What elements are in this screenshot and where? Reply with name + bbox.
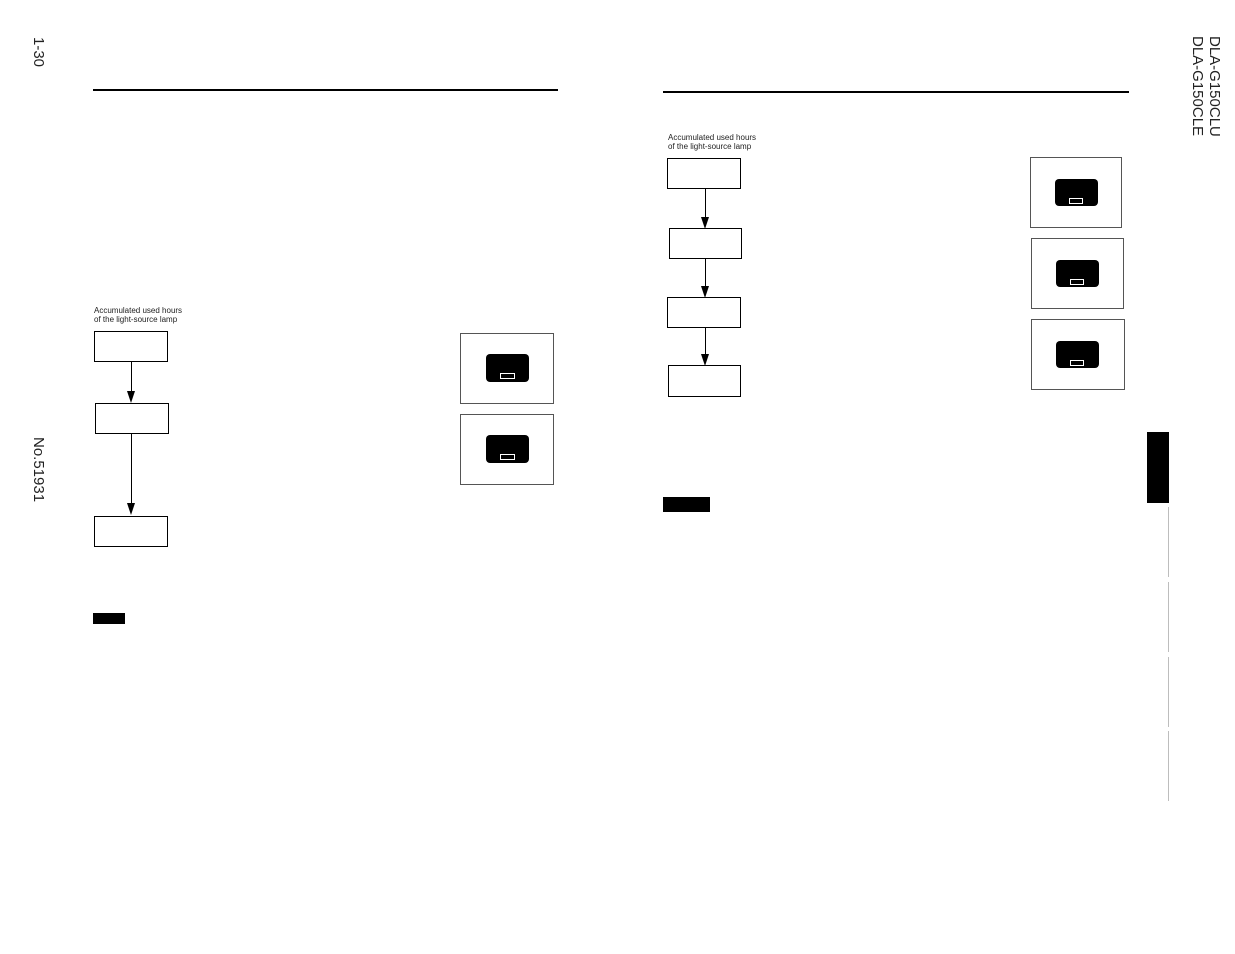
indicator-lamp-icon <box>1055 179 1098 206</box>
indicator-lamp-icon <box>486 354 529 382</box>
right-header-rule <box>663 91 1129 93</box>
section-tab-divider-1 <box>1168 507 1169 577</box>
lamp-slot <box>1070 279 1084 285</box>
right-flow-box-3 <box>667 297 741 328</box>
left-flow-box-2 <box>95 403 169 434</box>
right-flow-arrow-2 <box>701 286 709 298</box>
section-tab-active <box>1147 432 1169 503</box>
left-caption: Accumulated used hours of the light-sour… <box>94 306 182 324</box>
right-flow-connector-3 <box>705 328 706 355</box>
left-flow-arrow-2 <box>127 503 135 515</box>
indicator-lamp-icon <box>1056 341 1099 368</box>
indicator-lamp-icon <box>1056 260 1099 287</box>
left-flow-arrow-1 <box>127 391 135 403</box>
doc-number: No.51931 <box>30 437 47 503</box>
lamp-slot <box>500 454 515 460</box>
right-caption: Accumulated used hours of the light-sour… <box>668 133 756 151</box>
left-header-rule <box>93 89 558 91</box>
right-flow-box-1 <box>667 158 741 189</box>
left-indicator-panel-2 <box>460 414 554 485</box>
left-note-tag <box>93 613 125 624</box>
right-flow-arrow-1 <box>701 217 709 229</box>
left-indicator-panel-1 <box>460 333 554 404</box>
lamp-slot <box>500 373 515 379</box>
left-caption-line-1: Accumulated used hours <box>94 306 183 315</box>
model-name-2: DLA-G150CLE <box>1189 36 1206 137</box>
right-flow-box-4 <box>668 365 741 397</box>
right-indicator-panel-3 <box>1031 319 1125 390</box>
right-caption-line-1: Accumulated used hours <box>668 133 757 142</box>
model-name-1: DLA-G150CLU <box>1206 36 1223 137</box>
right-flow-connector-1 <box>705 189 706 218</box>
section-tab-divider-4 <box>1168 731 1169 801</box>
right-flow-box-2 <box>669 228 742 259</box>
right-indicator-panel-2 <box>1031 238 1124 309</box>
page-number: 1-30 <box>30 37 47 68</box>
right-flow-arrow-3 <box>701 354 709 366</box>
left-flow-connector-2 <box>131 434 132 504</box>
left-caption-line-2: of the light-source lamp <box>94 315 178 324</box>
section-tab-divider-3 <box>1168 657 1169 727</box>
right-flow-connector-2 <box>705 259 706 287</box>
indicator-lamp-icon <box>486 435 529 463</box>
lamp-slot <box>1069 198 1083 204</box>
right-indicator-panel-1 <box>1030 157 1122 228</box>
right-caption-line-2: of the light-source lamp <box>668 142 752 151</box>
left-flow-box-1 <box>94 331 168 362</box>
lamp-slot <box>1070 360 1084 366</box>
right-note-tag <box>663 497 710 512</box>
section-tab-divider-2 <box>1168 582 1169 652</box>
left-flow-box-3 <box>94 516 168 547</box>
left-flow-connector-1 <box>131 362 132 392</box>
